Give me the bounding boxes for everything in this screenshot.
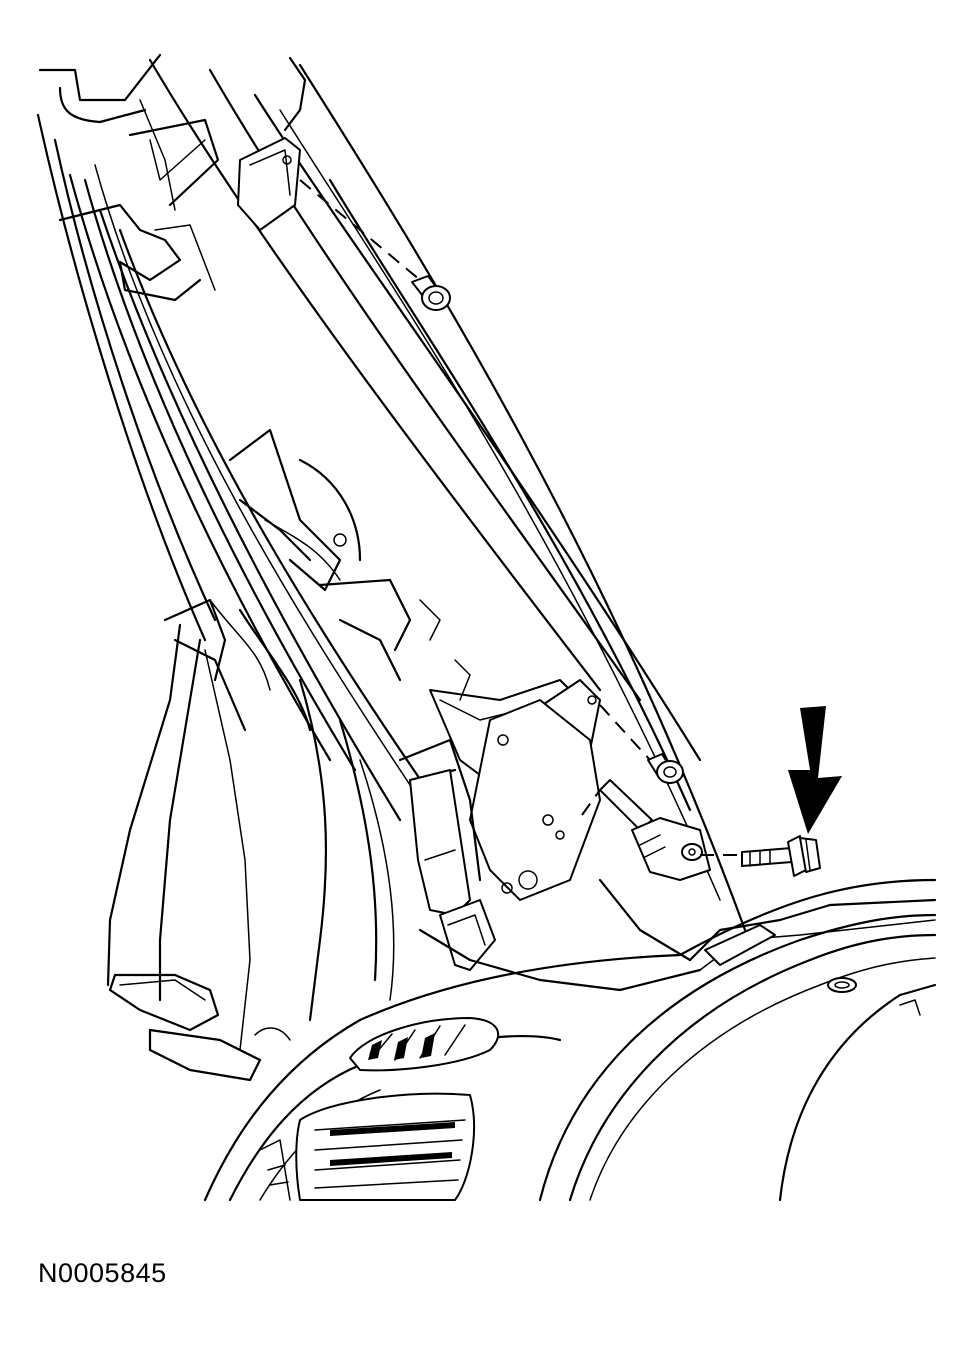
lower-push-pin-group [599, 704, 684, 784]
instrument-panel [203, 878, 937, 1202]
a-pillar-structure [36, 53, 747, 1082]
figure-id-label: N0005845 [38, 1258, 167, 1288]
push-pin-icon [411, 275, 451, 311]
bolt-icon [741, 835, 821, 877]
upper-push-pin-group [299, 179, 451, 311]
push-pin-icon [647, 753, 684, 784]
ground-strap-icon [581, 779, 740, 881]
arrow-down-icon [788, 706, 842, 834]
